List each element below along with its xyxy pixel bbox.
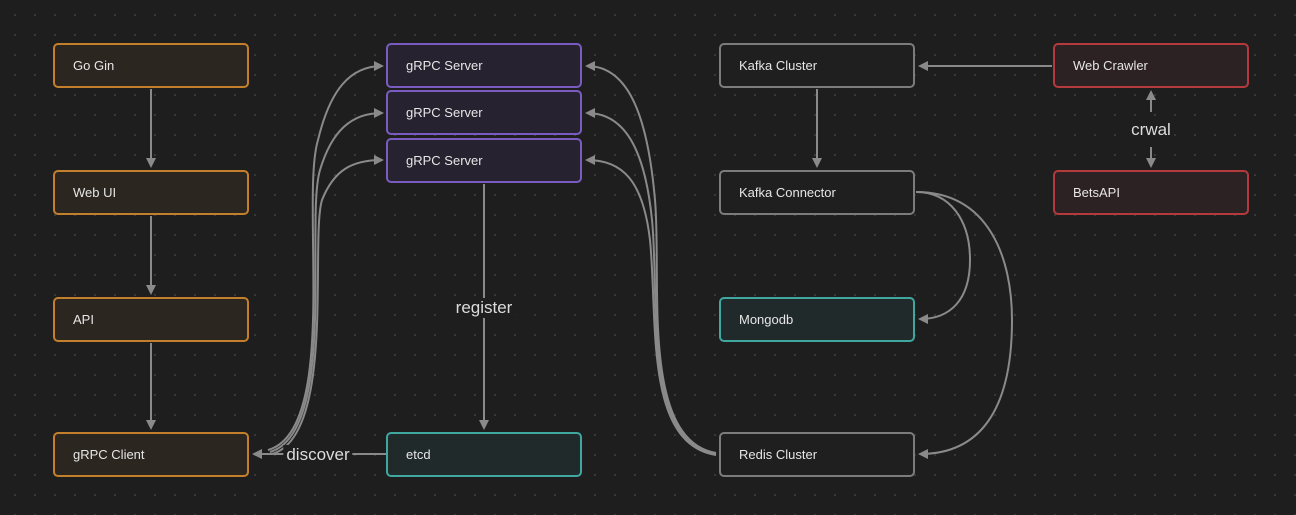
edge-label-discover: discover [283, 445, 353, 465]
edge-redis-server-3 [585, 155, 717, 456]
node-go-gin[interactable]: Go Gin [53, 43, 249, 88]
node-label: BetsAPI [1073, 185, 1120, 200]
edge-label-crwal: crwal [1128, 120, 1174, 140]
node-grpc-server-3[interactable]: gRPC Server [386, 138, 582, 183]
node-betsapi[interactable]: BetsAPI [1053, 170, 1249, 215]
edge-connector-mongodb [915, 191, 972, 324]
node-label: Go Gin [73, 58, 115, 73]
node-label: Mongodb [739, 312, 794, 327]
node-web-ui[interactable]: Web UI [53, 170, 249, 215]
node-kafka-connector[interactable]: Kafka Connector [719, 170, 915, 215]
node-redis-cluster[interactable]: Redis Cluster [719, 432, 915, 477]
node-label: Redis Cluster [739, 447, 818, 462]
node-kafka-cluster[interactable]: Kafka Cluster [719, 43, 915, 88]
edge-client-server-3 [271, 155, 384, 455]
node-label: Kafka Connector [739, 185, 836, 200]
node-label: gRPC Client [73, 447, 145, 462]
node-label: gRPC Server [406, 105, 483, 120]
node-grpc-server-2[interactable]: gRPC Server [386, 90, 582, 135]
node-label: gRPC Server [406, 58, 483, 73]
edge-label-register: register [452, 298, 516, 318]
node-grpc-server-1[interactable]: gRPC Server [386, 43, 582, 88]
node-label: Web UI [73, 185, 117, 200]
node-api[interactable]: API [53, 297, 249, 342]
node-label: Web Crawler [1073, 58, 1148, 73]
edge-client-server-2 [269, 108, 384, 453]
edge-client-server-1 [267, 61, 384, 451]
node-mongodb[interactable]: Mongodb [719, 297, 915, 342]
node-label: API [73, 312, 94, 327]
node-label: Kafka Cluster [739, 58, 818, 73]
node-label: etcd [406, 447, 431, 462]
node-label: gRPC Server [406, 153, 483, 168]
edge-redis-server-2 [585, 108, 717, 455]
node-grpc-client[interactable]: gRPC Client [53, 432, 249, 477]
edge-connector-redis [915, 191, 1014, 459]
node-web-crawler[interactable]: Web Crawler [1053, 43, 1249, 88]
node-etcd[interactable]: etcd [386, 432, 582, 477]
edge-redis-server-1 [585, 61, 717, 454]
